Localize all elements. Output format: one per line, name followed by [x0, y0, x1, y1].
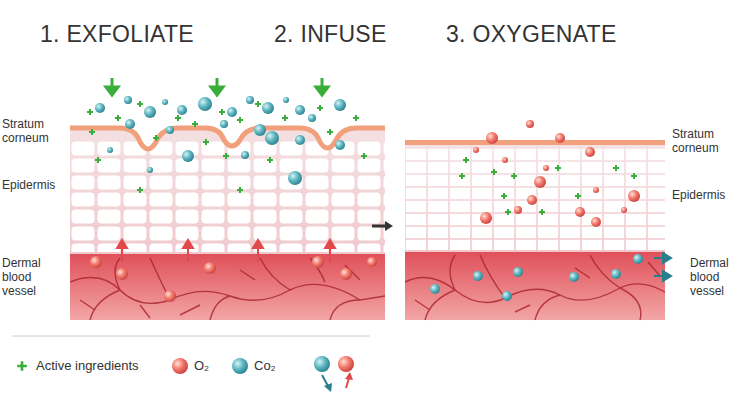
active-ingredient: [203, 139, 209, 145]
active-ingredient: [353, 115, 359, 121]
active-ingredient: [115, 115, 121, 121]
active-ingredient: [463, 157, 469, 163]
molecule: [591, 217, 601, 227]
active-ingredient: [223, 153, 229, 159]
molecule: [585, 147, 595, 157]
active-ingredient: [153, 135, 159, 141]
step-heading: 3. OXYGENATE: [446, 20, 617, 48]
molecule: [526, 120, 534, 128]
active-ingredient: [361, 153, 367, 159]
active-ingredient: [491, 169, 497, 175]
active-ingredient: [255, 101, 261, 107]
layer-label: Dermal blood vessel: [690, 256, 746, 298]
molecule: [473, 147, 479, 153]
step-heading: 2. INFUSE: [274, 20, 387, 48]
molecule: [555, 133, 565, 143]
active-ingredient: [137, 187, 143, 193]
active-ingredient: [192, 121, 198, 127]
molecule: [527, 195, 537, 205]
molecule: [166, 126, 174, 134]
molecule: [144, 106, 156, 118]
active-ingredient: [501, 193, 507, 199]
active-ingredient: [175, 115, 181, 121]
molecule: [95, 103, 105, 113]
molecule: [246, 96, 254, 104]
layer-label: Stratum corneum: [672, 127, 746, 155]
molecule: [514, 206, 522, 214]
molecule: [162, 99, 168, 105]
legend-text: Active ingredients: [36, 358, 139, 374]
active-ingredient: [87, 109, 93, 115]
active-ingredient: [459, 173, 465, 179]
active-ingredient: [539, 209, 545, 215]
molecule: [543, 165, 549, 171]
molecule: [147, 167, 153, 173]
molecule: [295, 135, 305, 145]
legend-text: Co₂: [254, 358, 276, 374]
molecule: [265, 131, 279, 145]
molecule: [502, 157, 508, 163]
molecule: [335, 140, 345, 150]
active-ingredient: [555, 165, 561, 171]
molecule: [177, 105, 187, 115]
active-ingredient: [505, 209, 511, 215]
molecule: [220, 120, 228, 128]
active-ingredient: [137, 101, 143, 107]
active-ingredient: [219, 109, 225, 115]
layer-label: Stratum corneum: [2, 117, 64, 145]
molecule: [334, 99, 346, 111]
active-ingredient: [237, 187, 243, 193]
active-ingredient: [237, 117, 243, 123]
molecule: [241, 151, 249, 159]
molecule: [227, 107, 237, 117]
layer-label: Epidermis: [672, 188, 746, 202]
legend-text: O₂: [194, 358, 209, 374]
molecule: [124, 96, 132, 104]
molecule: [262, 102, 274, 114]
molecule: [254, 124, 266, 136]
molecule: [308, 114, 316, 122]
active-ingredient: [282, 115, 288, 121]
molecule: [295, 105, 305, 115]
layer-label: Epidermis: [2, 178, 68, 192]
active-ingredient: [511, 173, 517, 179]
molecule: [283, 97, 289, 103]
active-ingredient: [613, 165, 619, 171]
molecule: [107, 147, 113, 153]
active-ingredient: [267, 157, 273, 163]
active-ingredient: [95, 157, 101, 163]
molecule: [534, 176, 546, 188]
molecule: [288, 171, 302, 185]
active-ingredient: [575, 193, 581, 199]
layer-label: Dermal blood vessel: [2, 256, 64, 298]
molecule: [575, 207, 585, 217]
active-ingredient: [317, 105, 323, 111]
molecule: [125, 119, 135, 129]
molecule: [182, 150, 194, 162]
active-ingredient: [631, 173, 637, 179]
molecule: [628, 190, 640, 202]
molecule: [621, 207, 627, 213]
molecule: [480, 212, 492, 224]
molecule: [198, 97, 212, 111]
molecule: [593, 187, 599, 193]
active-ingredient: [327, 129, 333, 135]
step-heading: 1. EXFOLIATE: [40, 20, 194, 48]
active-ingredient: [89, 129, 95, 135]
molecule: [486, 132, 498, 144]
